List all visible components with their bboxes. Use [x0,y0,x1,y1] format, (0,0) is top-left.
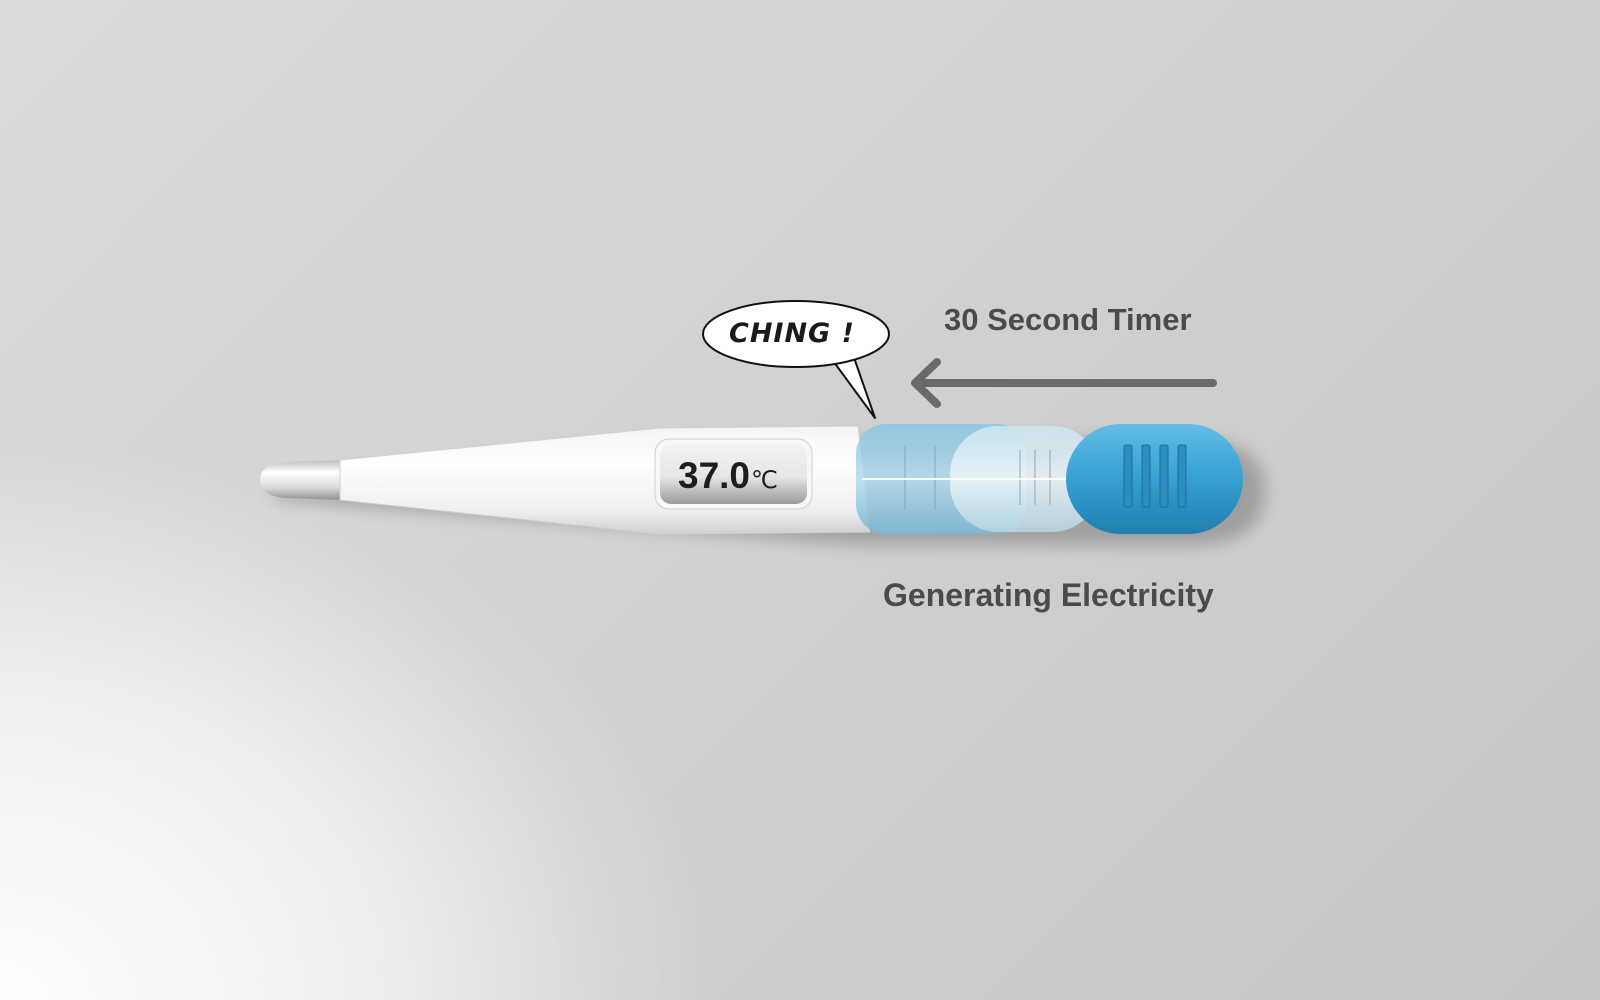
lcd-display [660,444,807,504]
temperature-unit: ℃ [751,467,778,494]
timer-label: 30 Second Timer [944,302,1192,337]
metal-probe-tip [260,460,345,500]
temperature-reading: 37.0℃ [678,455,778,497]
arrow-left-icon [911,358,1217,408]
generator-ticks [904,445,1051,510]
blue-cap[interactable] [1066,424,1243,534]
cap-grip-ridges [1123,444,1187,508]
temperature-value: 37.0 [678,455,751,496]
speech-bubble-text: CHING ! [729,318,855,349]
speech-bubble [702,300,890,419]
generating-electricity-label: Generating Electricity [883,577,1214,613]
